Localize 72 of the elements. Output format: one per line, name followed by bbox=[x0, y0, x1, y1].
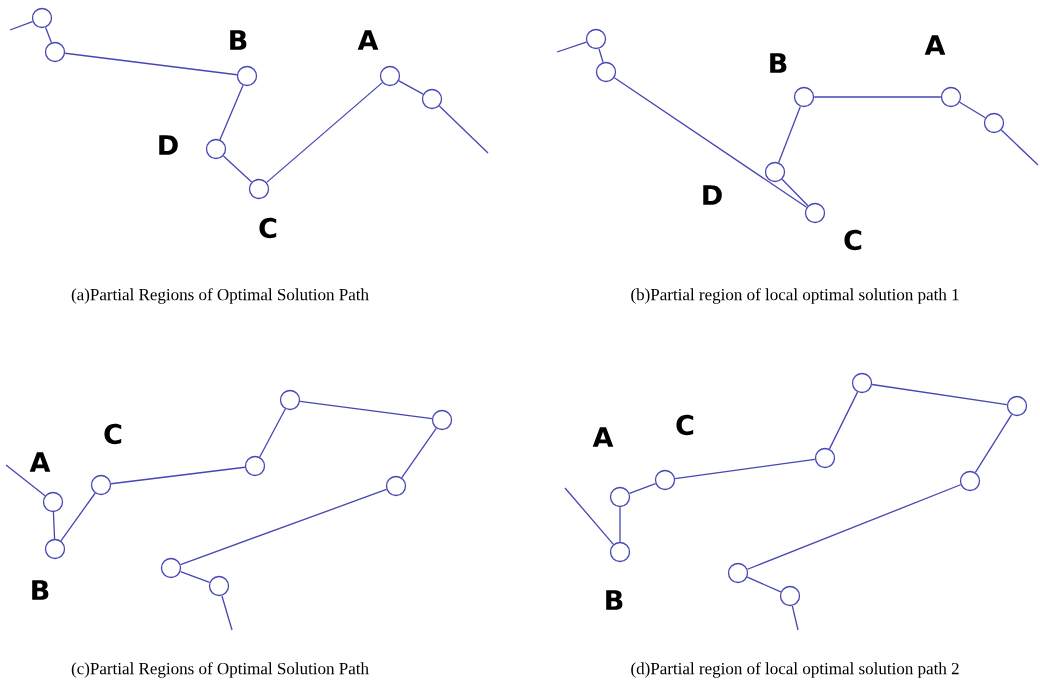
path-segment bbox=[266, 81, 383, 184]
path-point-circle bbox=[595, 61, 617, 83]
path-point-circle bbox=[585, 28, 607, 50]
caption: (d)Partial region of local optimal solution path 2 bbox=[631, 662, 959, 678]
path-segment bbox=[398, 80, 424, 95]
point-letter: A bbox=[924, 35, 946, 55]
point-letter: A bbox=[29, 452, 51, 472]
point-letter: D bbox=[703, 185, 722, 205]
path-point-circle bbox=[851, 372, 873, 394]
path-segment bbox=[222, 155, 253, 183]
path-segment bbox=[259, 408, 286, 458]
path-segment bbox=[64, 52, 238, 76]
path-segment bbox=[674, 458, 816, 480]
path-segment bbox=[781, 178, 809, 207]
point-letter: A bbox=[592, 427, 614, 447]
path-point-circle bbox=[431, 409, 453, 431]
point-letter: A bbox=[357, 30, 379, 50]
point-letter: C bbox=[844, 229, 862, 251]
path-segment bbox=[628, 482, 657, 495]
path-segment bbox=[179, 488, 388, 566]
path-segment bbox=[221, 595, 233, 631]
path-segment bbox=[746, 576, 782, 593]
point-letter: C bbox=[259, 217, 277, 239]
path-segment bbox=[179, 570, 211, 584]
path-segment bbox=[219, 84, 244, 141]
path-point-circle bbox=[31, 7, 53, 29]
path-point-circle bbox=[959, 470, 981, 492]
path-segment bbox=[556, 41, 588, 53]
path-point-circle bbox=[814, 447, 836, 469]
point-letter: C bbox=[104, 423, 122, 445]
path-segment bbox=[60, 492, 96, 542]
path-segment bbox=[45, 26, 53, 44]
path-segment bbox=[791, 605, 799, 631]
caption: (c)Partial Regions of Optimal Solution Path bbox=[71, 662, 369, 678]
path-point-circle bbox=[983, 112, 1005, 134]
point-letter: B bbox=[770, 53, 787, 73]
point-letter: C bbox=[676, 414, 694, 436]
point-letter: B bbox=[32, 580, 49, 600]
path-point-circle bbox=[160, 557, 182, 579]
path-segment bbox=[438, 105, 489, 154]
path-segment bbox=[5, 464, 46, 497]
path-segment bbox=[598, 48, 604, 63]
path-segment bbox=[110, 466, 246, 485]
path-point-circle bbox=[208, 575, 230, 597]
path-segment bbox=[778, 105, 801, 164]
path-segment bbox=[813, 96, 942, 98]
point-letter: B bbox=[606, 590, 623, 610]
path-segment bbox=[52, 511, 56, 540]
caption: (b)Partial region of local optimal solution path 1 bbox=[631, 288, 959, 304]
path-segment bbox=[299, 400, 433, 420]
path-segment bbox=[828, 391, 859, 450]
point-letter: D bbox=[159, 135, 178, 155]
path-segment bbox=[9, 20, 34, 31]
path-segment bbox=[959, 101, 986, 119]
path-point-circle bbox=[244, 455, 266, 477]
path-point-circle bbox=[779, 585, 801, 607]
caption: (a)Partial Regions of Optimal Solution Path bbox=[71, 288, 369, 304]
path-segment bbox=[746, 484, 962, 570]
path-point-circle bbox=[279, 389, 301, 411]
path-segment bbox=[613, 77, 808, 208]
path-point-circle bbox=[385, 475, 407, 497]
path-point-circle bbox=[1006, 395, 1028, 417]
path-point-circle bbox=[44, 41, 66, 63]
path-segment bbox=[564, 487, 615, 545]
path-segment bbox=[1000, 129, 1039, 166]
path-segment bbox=[401, 427, 437, 479]
point-letter: B bbox=[230, 30, 247, 50]
path-point-circle bbox=[421, 88, 443, 110]
path-segment bbox=[871, 383, 1008, 406]
path-point-circle bbox=[727, 562, 749, 584]
path-segment bbox=[974, 413, 1013, 474]
path-segment bbox=[619, 506, 621, 543]
